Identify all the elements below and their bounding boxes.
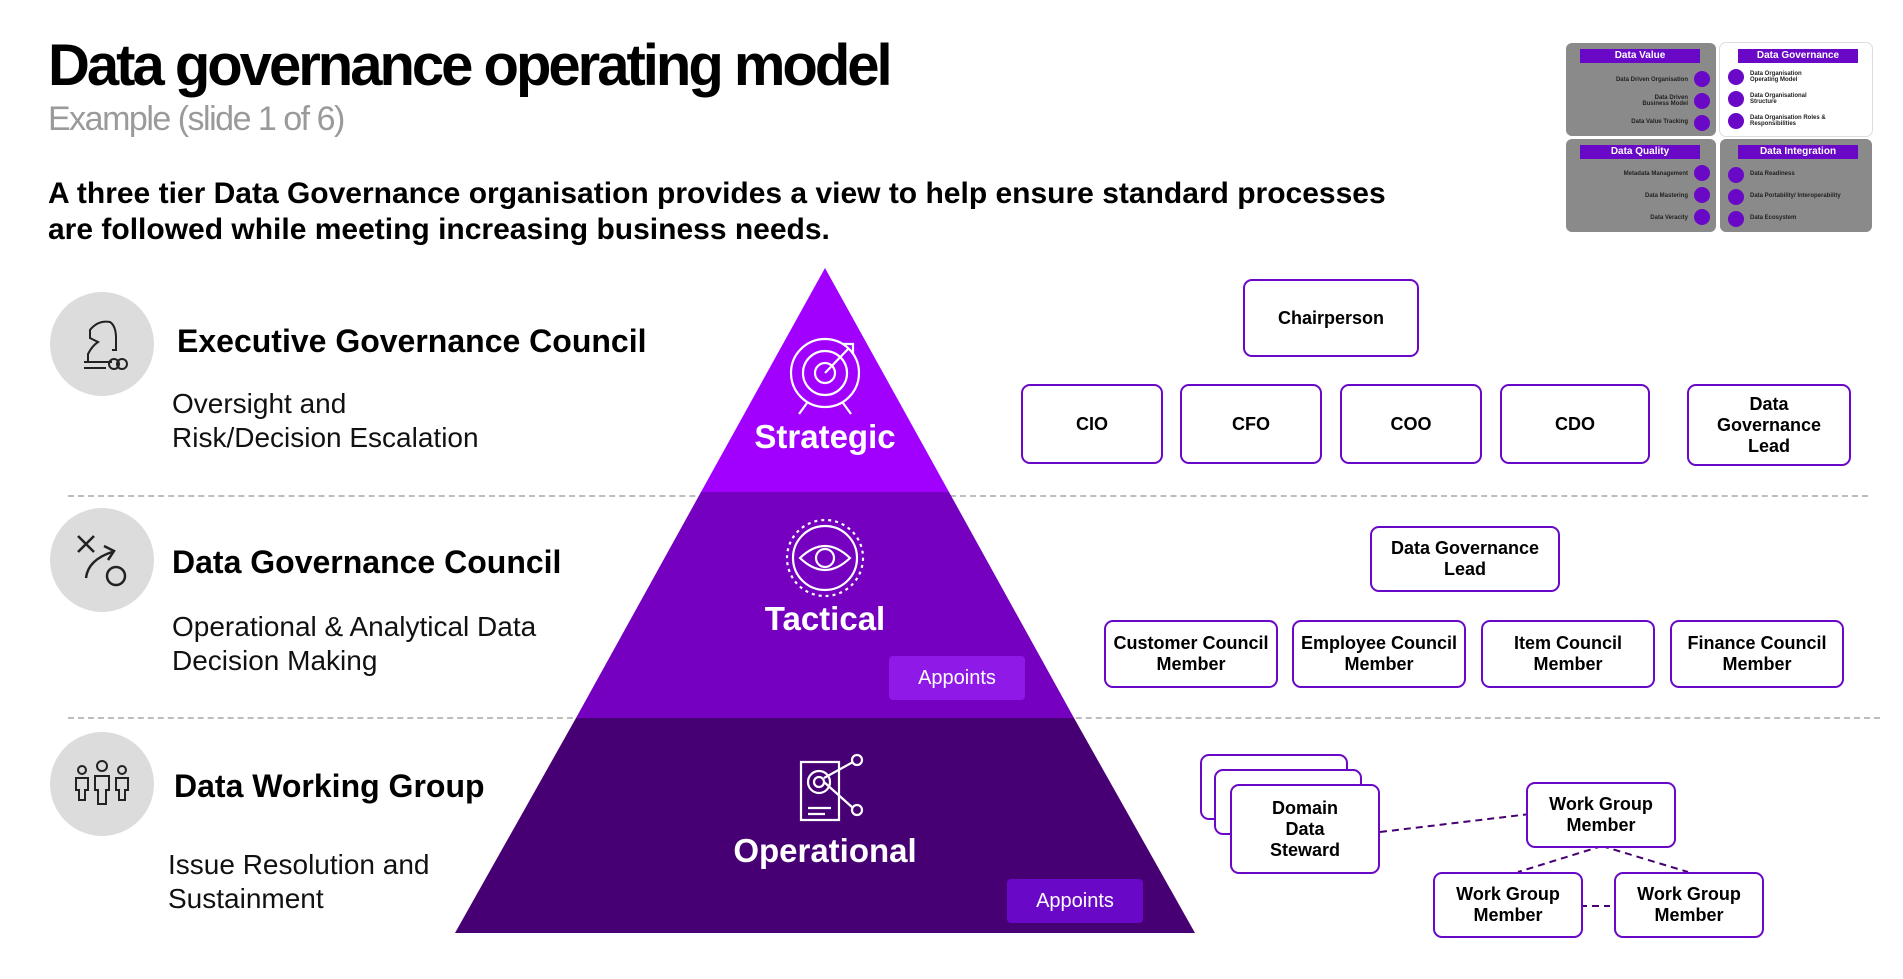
thumb-quadrant-data-value: Data Value Data Driven Organisation Data… [1566, 43, 1716, 136]
thumb-quadrant-data-governance: Data Governance Data Organisation Operat… [1720, 43, 1872, 136]
org-box-item-council: Item Council Member [1481, 620, 1655, 688]
tier-desc: Issue Resolution and [168, 849, 430, 880]
thumb-dot-icon [1694, 93, 1710, 109]
thumb-quadrant-data-quality: Data Quality Metadata Management Data Ma… [1566, 139, 1716, 232]
thumb-item: Data Portability/ Interoperability [1750, 193, 1841, 199]
thumb-dot-icon [1728, 167, 1744, 183]
target-icon [789, 337, 861, 415]
eye-icon [785, 518, 865, 598]
org-box-domain-data-steward: Domain Data Steward [1230, 784, 1380, 874]
appoints-label-tactical: Appoints [889, 656, 1025, 700]
thumb-dot-icon [1694, 187, 1710, 203]
thumb-title: Data Governance [1738, 49, 1858, 63]
org-box-work-group-member-top: Work Group Member [1526, 782, 1676, 848]
thumb-title: Data Integration [1738, 145, 1858, 159]
thumb-dot-icon [1728, 189, 1744, 205]
tier-heading-executive: Executive Governance Council [177, 323, 647, 359]
thumb-dot-icon [1694, 71, 1710, 87]
tier-icon-circle [50, 292, 154, 396]
intro-statement: A three tier Data Governance organisatio… [48, 177, 1386, 246]
thumb-quadrant-data-integration: Data Integration Data Readiness Data Por… [1720, 139, 1872, 232]
operational-connectors [1379, 813, 1689, 907]
org-box-work-group-member-right: Work Group Member [1614, 872, 1764, 938]
pyramid-label-strategic: Strategic [754, 418, 896, 455]
tier-heading-council: Data Governance Council [172, 544, 562, 580]
thumb-item: Data Organisation Operating Model [1750, 71, 1802, 83]
org-box-dg-lead: Data Governance Lead [1687, 384, 1851, 466]
tier-desc: Decision Making [172, 645, 378, 676]
org-box-coo: COO [1340, 384, 1482, 464]
org-box-employee-council: Employee Council Member [1292, 620, 1466, 688]
thumb-item: Data Veracity [1650, 215, 1688, 221]
strategy-play-icon [77, 535, 127, 587]
tier-heading-working-group: Data Working Group [174, 768, 485, 804]
org-box-finance-council: Finance Council Member [1670, 620, 1844, 688]
pyramid-strategic-tier [701, 268, 949, 492]
thumb-item: Data Driven Business Model [1642, 95, 1688, 107]
org-box-chairperson: Chairperson [1243, 279, 1419, 357]
chess-knight-icon [84, 320, 128, 370]
appoints-label-operational: Appoints [1007, 879, 1143, 923]
org-box-cio: CIO [1021, 384, 1163, 464]
org-box-work-group-member-left: Work Group Member [1433, 872, 1583, 938]
pyramid-label-operational: Operational [733, 832, 917, 869]
tier-icon-circle [50, 732, 154, 836]
thumb-item: Data Mastering [1644, 193, 1688, 199]
thumb-dot-icon [1694, 165, 1710, 181]
thumb-dot-icon [1728, 211, 1744, 227]
thumb-dot-icon [1728, 69, 1744, 85]
thumb-title: Data Quality [1580, 145, 1700, 159]
org-box-dg-lead-tactical: Data Governance Lead [1370, 526, 1560, 592]
thumb-item: Data Ecosystem [1750, 215, 1797, 221]
tier-desc: Operational & Analytical Data [172, 611, 537, 642]
document-analysis-icon [799, 753, 864, 822]
org-box-customer-council: Customer Council Member [1104, 620, 1278, 688]
thumb-item: Data Organisation Roles & Responsibiliti… [1750, 115, 1826, 127]
thumb-item: Metadata Management [1623, 171, 1688, 177]
thumb-item: Data Organisational Structure [1750, 93, 1807, 105]
thumb-item: Data Value Tracking [1631, 119, 1688, 125]
thumb-title: Data Value [1580, 49, 1700, 63]
page-title: Data governance operating model [48, 33, 893, 98]
thumb-item: Data Readiness [1750, 171, 1795, 177]
tier-icon-circle [50, 508, 154, 612]
tier-desc: Risk/Decision Escalation [172, 422, 479, 453]
tier-divider [68, 495, 1868, 497]
thumb-item: Data Driven Organisation [1615, 77, 1688, 83]
thumb-dot-icon [1694, 115, 1710, 131]
thumb-dot-icon [1728, 91, 1744, 107]
thumb-dot-icon [1694, 209, 1710, 225]
people-group-icon [75, 760, 129, 805]
org-box-cfo: CFO [1180, 384, 1322, 464]
org-box-cdo: CDO [1500, 384, 1650, 464]
page-subtitle: Example (slide 1 of 6) [48, 100, 345, 138]
tier-desc: Sustainment [168, 883, 324, 914]
thumb-dot-icon [1728, 113, 1744, 129]
slide-thumbnail[interactable]: Data Value Data Driven Organisation Data… [1566, 43, 1872, 232]
pyramid-label-tactical: Tactical [764, 600, 886, 637]
tier-desc: Oversight and [172, 388, 347, 419]
